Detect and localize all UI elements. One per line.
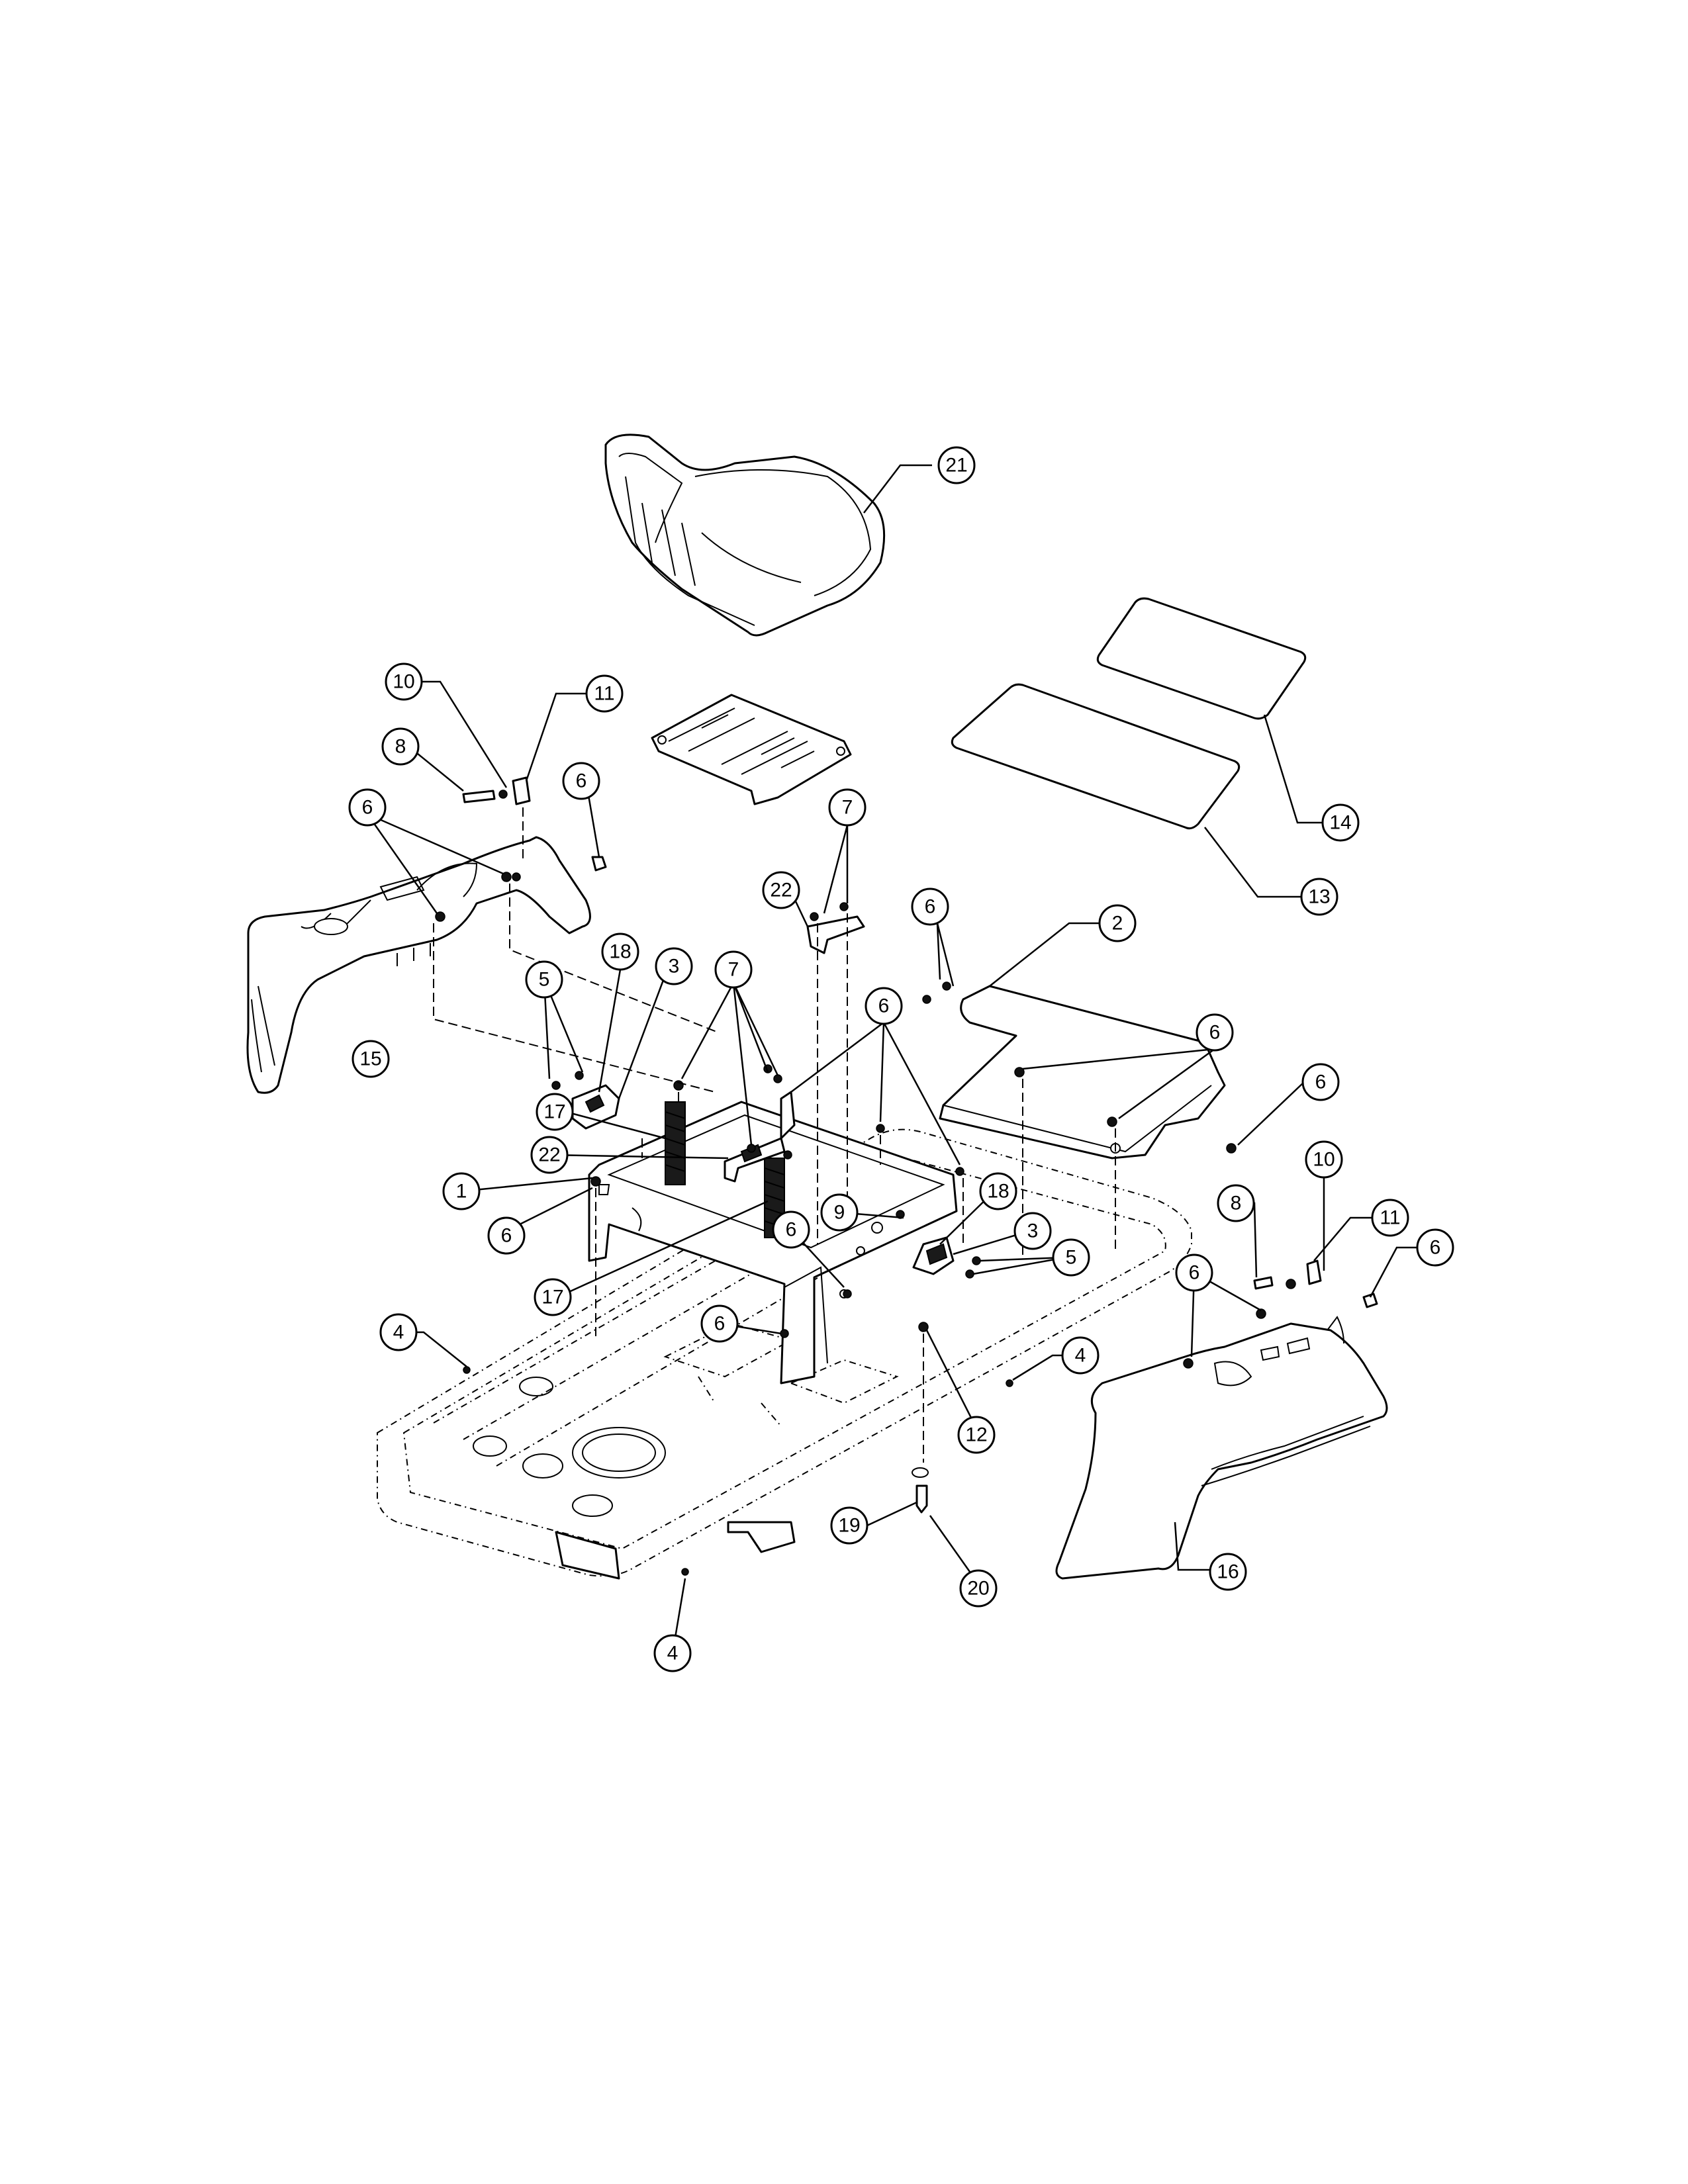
callout-22: 22 [530,1136,569,1174]
svg-text:12: 12 [965,1424,987,1446]
svg-text:8: 8 [1231,1193,1242,1214]
callout-17: 17 [536,1093,574,1131]
callout-8: 8 [381,727,420,766]
svg-text:4: 4 [1075,1345,1086,1367]
svg-text:7: 7 [728,959,739,981]
svg-text:4: 4 [667,1643,679,1664]
callout-17: 17 [534,1278,572,1316]
callout-18: 18 [601,933,639,971]
callout-5: 5 [525,960,563,999]
svg-text:4: 4 [393,1322,404,1343]
svg-text:6: 6 [878,995,890,1017]
svg-text:21: 21 [945,455,967,477]
callout-13: 13 [1300,878,1338,916]
svg-text:3: 3 [669,956,680,978]
svg-text:11: 11 [594,683,614,705]
svg-text:6: 6 [1209,1022,1221,1044]
callout-4: 4 [1061,1336,1100,1375]
callout-3: 3 [655,947,693,985]
svg-text:18: 18 [609,941,631,963]
callout-6: 6 [700,1304,739,1343]
svg-text:6: 6 [1189,1262,1200,1284]
seat-drawing [604,433,886,637]
callout-3: 3 [1013,1212,1052,1250]
callout-14: 14 [1321,803,1360,842]
callout-11: 11 [1371,1199,1409,1237]
svg-text:22: 22 [538,1144,560,1166]
callout-6: 6 [1301,1063,1340,1101]
callout-7: 7 [828,788,867,827]
svg-text:22: 22 [770,880,792,901]
right-fender-drawing [1055,1316,1388,1580]
callout-11: 11 [585,674,624,713]
callout-12: 12 [957,1416,996,1454]
svg-text:6: 6 [714,1313,726,1335]
svg-text:9: 9 [834,1202,845,1224]
callout-2: 2 [1098,904,1137,942]
floor-mat-drawing [951,597,1307,830]
svg-text:3: 3 [1027,1220,1039,1242]
svg-text:6: 6 [362,797,373,819]
callout-6: 6 [487,1216,526,1255]
bracket-drawing [571,915,955,1275]
svg-text:16: 16 [1217,1561,1239,1583]
callout-4: 4 [379,1313,418,1351]
callout-15: 15 [352,1040,390,1078]
svg-text:7: 7 [842,797,853,819]
assembly-lines [433,807,1116,1463]
svg-text:11: 11 [1380,1207,1400,1229]
callout-7: 7 [714,950,753,989]
svg-text:6: 6 [1315,1071,1327,1093]
callout-1: 1 [442,1172,481,1210]
callout-19: 19 [830,1506,868,1545]
callout-20: 20 [959,1569,998,1608]
callout-10: 10 [385,662,423,701]
svg-text:17: 17 [541,1287,563,1308]
callout-6: 6 [1175,1253,1213,1292]
svg-text:15: 15 [359,1048,381,1070]
callout-6: 6 [911,887,949,926]
seat-pan-drawing [651,694,852,805]
callout-6: 6 [1416,1228,1454,1267]
svg-text:10: 10 [393,671,414,693]
svg-text:20: 20 [967,1578,989,1600]
svg-text:5: 5 [1066,1247,1077,1269]
svg-text:14: 14 [1329,812,1351,834]
svg-text:5: 5 [539,969,550,991]
callout-6: 6 [562,762,600,800]
svg-text:18: 18 [987,1181,1009,1203]
callout-21: 21 [937,446,976,484]
callouts: 21 10 11 8 6 6 14 13 7 22 6 2 18 3 5 7 6… [348,446,1454,1672]
rear-panel-drawing [939,985,1226,1160]
callout-4: 4 [653,1634,692,1672]
callout-8: 8 [1217,1184,1255,1222]
svg-text:2: 2 [1112,913,1123,934]
svg-text:10: 10 [1313,1149,1335,1171]
svg-text:19: 19 [838,1515,860,1537]
svg-text:1: 1 [456,1181,467,1203]
svg-text:17: 17 [543,1101,565,1123]
callout-22: 22 [762,871,800,909]
callout-6: 6 [772,1210,810,1249]
callout-6: 6 [348,788,387,827]
callout-6: 6 [1196,1013,1234,1052]
callout-16: 16 [1209,1553,1247,1591]
svg-text:8: 8 [395,736,406,758]
callout-6: 6 [865,987,903,1025]
leader-lines [366,464,1430,1654]
svg-text:6: 6 [786,1219,797,1241]
hardware-drawing [435,776,1378,1576]
svg-text:6: 6 [576,770,587,792]
svg-text:6: 6 [501,1225,512,1247]
callout-10: 10 [1305,1140,1343,1179]
svg-text:6: 6 [1430,1237,1441,1259]
callout-9: 9 [820,1193,859,1232]
callout-5: 5 [1052,1238,1090,1277]
svg-text:6: 6 [925,896,936,918]
callout-18: 18 [979,1172,1017,1210]
svg-text:13: 13 [1308,886,1330,908]
